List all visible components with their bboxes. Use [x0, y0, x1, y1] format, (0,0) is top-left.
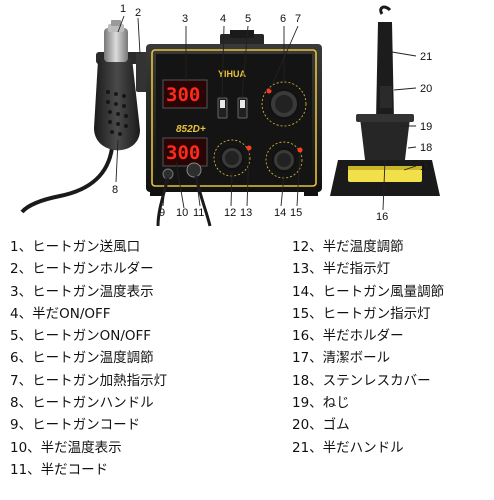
legend-item: 20、ゴム	[292, 417, 350, 434]
callout-14: 14	[274, 207, 286, 219]
legend-item: 2、ヒートガンホルダー	[10, 261, 154, 278]
legend-item: 18、ステンレスカバー	[292, 372, 431, 389]
soldering-stand	[330, 5, 440, 196]
legend-item: 21、半だハンドル	[292, 439, 404, 456]
legend-item: 4、半だON/OFF	[10, 305, 111, 322]
legend-item: 16、半だホルダー	[292, 328, 404, 345]
callout-6: 6	[280, 13, 286, 25]
legend-item: 14、ヒートガン風量調節	[292, 283, 445, 300]
callout-4: 4	[220, 13, 226, 25]
legend-item: 3、ヒートガン温度表示	[10, 283, 154, 300]
legend-item: 6、ヒートガン温度調節	[10, 350, 154, 367]
legend-item: 9、ヒートガンコード	[10, 417, 141, 434]
callout-9: 9	[159, 207, 165, 219]
callout-7: 7	[295, 13, 301, 25]
callout-21: 21	[420, 51, 432, 63]
callout-13: 13	[240, 207, 252, 219]
callout-17: 17	[420, 161, 432, 173]
callout-1: 1	[120, 3, 126, 15]
callout-numbers: 1 2 3 4 5 6 7 8 9 10 11 12 13 14 15 16 1…	[112, 3, 432, 223]
legend-item: 13、半だ指示灯	[292, 261, 391, 278]
parts-legend: 1、ヒートガン送風口 2、ヒートガンホルダー 3、ヒートガン温度表示 4、半だO…	[0, 236, 494, 496]
callout-leaders	[115, 15, 417, 211]
legend-item: 7、ヒートガン加熱指示灯	[10, 372, 168, 389]
callout-10: 10	[176, 207, 188, 219]
model-label: 852D+	[176, 124, 206, 135]
legend-item: 8、ヒートガンハンドル	[10, 395, 154, 412]
legend-right-column: 12、半だ温度調節 13、半だ指示灯 14、ヒートガン風量調節 15、ヒートガン…	[292, 236, 492, 459]
heat-gun-temperature-display: 300	[166, 84, 200, 106]
legend-item: 19、ねじ	[292, 395, 350, 412]
callout-18: 18	[420, 142, 432, 154]
callout-2: 2	[135, 7, 141, 19]
heat-gun	[20, 20, 150, 214]
callout-15: 15	[290, 207, 302, 219]
callout-8: 8	[112, 184, 118, 196]
legend-left-column: 1、ヒートガン送風口 2、ヒートガンホルダー 3、ヒートガン温度表示 4、半だO…	[10, 236, 280, 481]
brand-logo: YIHUA	[218, 69, 247, 79]
legend-item: 15、ヒートガン指示灯	[292, 305, 431, 322]
station-diagram: YIHUA 300 852D+ 300	[20, 3, 440, 227]
callout-19: 19	[420, 121, 432, 133]
legend-item: 12、半だ温度調節	[292, 239, 404, 255]
legend-item: 11、半だコード	[10, 461, 109, 478]
legend-item: 5、ヒートガンON/OFF	[10, 328, 152, 345]
station-body: YIHUA 300 852D+ 300	[146, 30, 322, 196]
legend-item: 17、清潔ボール	[292, 350, 391, 367]
callout-3: 3	[182, 13, 188, 25]
callout-12: 12	[224, 207, 236, 219]
callout-20: 20	[420, 83, 432, 95]
callout-11: 11	[193, 207, 204, 219]
legend-item: 10、半だ温度表示	[10, 439, 122, 456]
callout-16: 16	[376, 211, 388, 223]
legend-item: 1、ヒートガン送風口	[10, 239, 141, 255]
soldering-temperature-display: 300	[166, 142, 200, 164]
callout-5: 5	[245, 13, 251, 25]
